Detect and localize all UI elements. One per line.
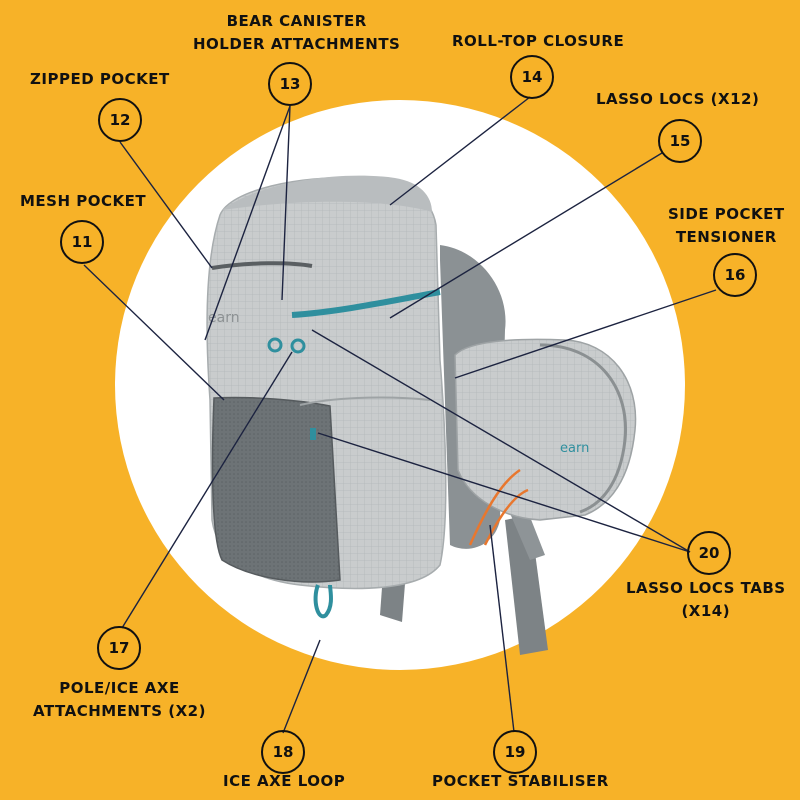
label-lasso-locs-tabs: LASSO LOCS TABS (X14)	[626, 579, 786, 621]
label-pole-ice-axe: POLE/ICE AXE ATTACHMENTS (X2)	[33, 679, 206, 721]
label-mesh-pocket: MESH POCKET	[20, 192, 147, 210]
label-roll-top-closure: ROLL-TOP CLOSURE	[452, 32, 625, 50]
label-pocket-stabiliser: POCKET STABILISER	[432, 772, 609, 790]
callout-number-17: 17	[97, 626, 141, 670]
label-bear-canister: BEAR CANISTER HOLDER ATTACHMENTS	[193, 12, 401, 54]
callout-number-18: 18	[261, 730, 305, 774]
callout-number-13: 13	[268, 62, 312, 106]
callout-number-19: 19	[493, 730, 537, 774]
orange-cord	[468, 468, 529, 546]
label-side-pocket-tensioner: SIDE POCKET TENSIONER	[668, 205, 785, 247]
callout-number-15: 15	[658, 119, 702, 163]
side-pocket: earn	[454, 338, 637, 521]
pack-body: earn	[206, 175, 447, 590]
callout-number-14: 14	[510, 55, 554, 99]
side-pocket-logo: earn	[560, 441, 589, 456]
label-lasso-locs: LASSO LOCS (X12)	[596, 90, 760, 108]
pack-logo: earn	[208, 310, 240, 326]
ice-axe-loop-strap	[313, 584, 333, 619]
leader-lines	[83, 96, 717, 734]
callout-number-12: 12	[98, 98, 142, 142]
callout-number-20: 20	[687, 531, 731, 575]
callout-number-11: 11	[60, 220, 104, 264]
label-ice-axe-loop: ICE AXE LOOP	[223, 772, 346, 790]
label-zipped-pocket: ZIPPED POCKET	[30, 70, 170, 88]
callout-number-16: 16	[713, 253, 757, 297]
